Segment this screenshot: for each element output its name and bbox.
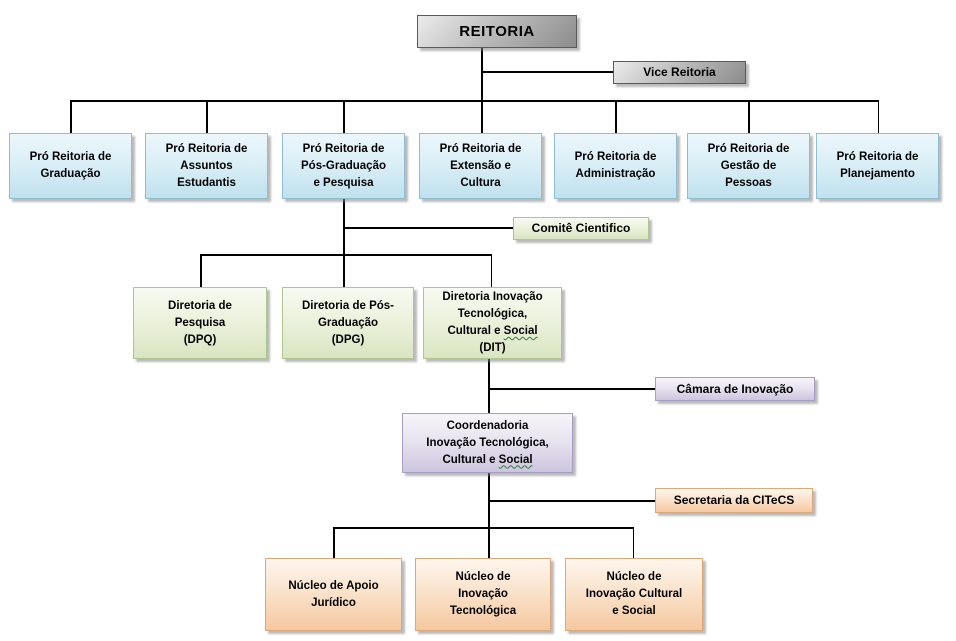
- org-node-camara-inovacao: Câmara de Inovação: [655, 377, 815, 401]
- org-node-diretoria-pos-graduacao-dpg: Diretoria de Pós- Graduação (DPG): [282, 287, 414, 359]
- org-node-coordenadoria-citecs: Coordenadoria Inovação Tecnológica, Cult…: [402, 413, 573, 473]
- org-node-label: Pró Reitoria de Pós-Graduação e Pesquisa: [301, 142, 386, 189]
- org-node-diretoria-pesquisa-dpq: Diretoria de Pesquisa (DPQ): [133, 287, 267, 359]
- org-node-nucleo-inovacao-cultural: Núcleo de Inovação Cultural e Social: [565, 558, 703, 631]
- org-node-label: Núcleo de Apoio Jurídico: [288, 579, 379, 609]
- org-node-pro-reitoria-planejamento: Pró Reitoria de Planejamento: [816, 133, 939, 199]
- org-node-label: Pró Reitoria de Extensão e Cultura: [439, 142, 522, 189]
- connector-posgrad-vertical: [343, 199, 345, 287]
- connector-drop-pos-graduacao: [343, 100, 345, 133]
- connector-drop-extensao: [481, 100, 483, 133]
- org-node-label: Diretoria de Pesquisa (DPQ): [168, 299, 232, 346]
- org-node-reitoria-label: REITORIA: [459, 23, 535, 40]
- org-node-pro-reitoria-graduacao: Pró Reitoria de Graduação: [9, 133, 132, 199]
- org-node-label: Pró Reitoria de Assuntos Estudantis: [165, 142, 248, 189]
- org-node-label: Pró Reitoria de Planejamento: [836, 151, 919, 180]
- org-node-label: Núcleo de Inovação Cultural e Social: [585, 571, 683, 617]
- org-node-pro-reitoria-pos-graduacao: Pró Reitoria de Pós-Graduação e Pesquisa: [282, 133, 405, 199]
- org-node-label: Secretaria da CITeCS: [673, 493, 795, 507]
- org-node-pro-reitoria-gestao-pessoas: Pró Reitoria de Gestão de Pessoas: [687, 133, 810, 199]
- connector-camara-horizontal: [488, 388, 655, 390]
- connector-secretaria-horizontal: [488, 500, 655, 502]
- spellcheck-squiggle: Social: [498, 453, 533, 466]
- connector-drop-dit: [490, 254, 492, 287]
- org-node-label: Pró Reitoria de Administração: [574, 151, 657, 180]
- org-node-vice-reitoria: Vice Reitoria: [613, 61, 746, 84]
- connector-drop-assuntos: [206, 100, 208, 133]
- org-node-nucleo-apoio-juridico: Núcleo de Apoio Jurídico: [265, 558, 402, 631]
- org-node-nucleo-inovacao-tecnologica: Núcleo de Inovação Tecnológica: [415, 558, 551, 631]
- org-node-vice-reitoria-label: Vice Reitoria: [643, 65, 716, 79]
- connector-drop-cultural: [632, 527, 634, 558]
- org-node-label: Diretoria Inovação Tecnológica, Cultural…: [442, 291, 543, 354]
- connector-blue-row-horizontal: [70, 100, 879, 102]
- connector-root-vertical: [481, 48, 483, 100]
- org-node-comite-cientifico: Comitê Cientifico: [513, 217, 649, 240]
- org-node-pro-reitoria-extensao: Pró Reitoria de Extensão e Cultura: [419, 133, 542, 199]
- org-node-pro-reitoria-administracao: Pró Reitoria de Administração: [554, 133, 677, 199]
- connector-comite-horizontal: [343, 227, 513, 229]
- connector-drop-dpq: [200, 254, 202, 287]
- org-node-label: Pró Reitoria de Gestão de Pessoas: [707, 142, 790, 189]
- connector-drop-gestao: [748, 100, 750, 133]
- connector-drop-planejamento: [877, 100, 879, 133]
- org-node-label: Pró Reitoria de Graduação: [29, 151, 112, 180]
- org-node-label: Núcleo de Inovação Tecnológica: [449, 571, 517, 617]
- connector-coord-vertical: [488, 473, 490, 558]
- spellcheck-squiggle: Social: [503, 325, 538, 337]
- org-node-diretoria-inovacao-dit: Diretoria Inovação Tecnológica, Cultural…: [423, 287, 562, 359]
- connector-green-row-horizontal: [200, 254, 492, 256]
- connector-drop-administracao: [615, 100, 617, 133]
- connector-drop-graduacao: [70, 100, 72, 133]
- connector-dit-vertical: [488, 359, 490, 413]
- connector-vice-horizontal: [481, 71, 613, 73]
- connector-drop-juridico: [333, 527, 335, 558]
- org-node-pro-reitoria-assuntos-estudantis: Pró Reitoria de Assuntos Estudantis: [145, 133, 268, 199]
- org-node-label: Comitê Cientifico: [531, 221, 631, 235]
- connector-orange-row-horizontal: [333, 527, 634, 529]
- org-node-reitoria: REITORIA: [417, 15, 577, 48]
- org-node-label: Coordenadoria Inovação Tecnológica, Cult…: [426, 419, 549, 466]
- org-node-label: Diretoria de Pós- Graduação (DPG): [301, 299, 395, 346]
- org-node-label: Câmara de Inovação: [676, 381, 794, 396]
- org-node-secretaria-citecs: Secretaria da CITeCS: [655, 488, 813, 513]
